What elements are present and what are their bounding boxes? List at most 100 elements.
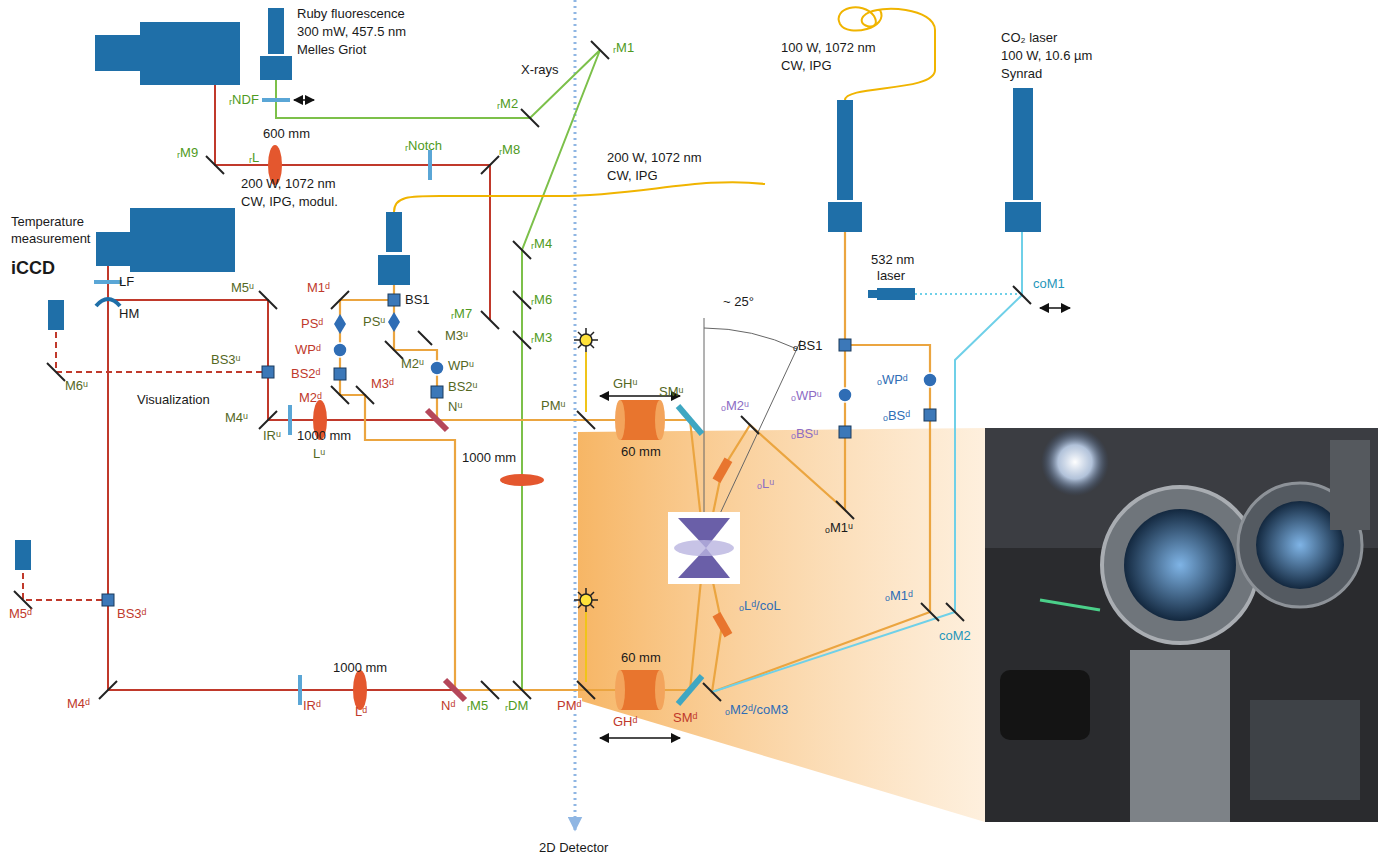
part-label: SMᵈ bbox=[672, 710, 698, 725]
angle-marker bbox=[704, 328, 797, 349]
laser-source bbox=[260, 8, 1041, 300]
beam-splitter bbox=[431, 386, 443, 398]
part-label: 100 W, 1072 nm bbox=[780, 40, 877, 55]
photo-inset bbox=[1040, 600, 1100, 610]
part-label: LF bbox=[118, 274, 135, 289]
mirror bbox=[259, 411, 277, 429]
photo-inset bbox=[1000, 670, 1090, 740]
part-label: ᵣM8 bbox=[498, 142, 521, 157]
part-label: Synrad bbox=[1000, 66, 1043, 81]
light-path bbox=[585, 352, 587, 412]
photo-inset bbox=[985, 428, 1378, 822]
part-label: Melles Griot bbox=[296, 42, 367, 57]
photo-inset bbox=[1102, 487, 1258, 643]
gas-heater-lens bbox=[615, 670, 625, 710]
filter bbox=[288, 405, 292, 435]
camera bbox=[140, 22, 240, 85]
filter bbox=[428, 150, 432, 180]
beam-splitter bbox=[839, 339, 851, 351]
part-label: WPᵈ bbox=[294, 342, 322, 357]
part-label: ₒBS1 bbox=[792, 338, 823, 353]
hot-mirror bbox=[96, 299, 120, 306]
mirror bbox=[521, 109, 539, 127]
motion-arrow bbox=[294, 100, 1070, 738]
part-label: iCCD bbox=[10, 258, 56, 278]
part-label: M5ᵘ bbox=[230, 280, 255, 295]
fiber bbox=[394, 7, 935, 212]
part-label: Nᵘ bbox=[447, 399, 463, 414]
part-label: SMᵘ bbox=[658, 384, 684, 399]
part-label: ᵣM6 bbox=[530, 292, 553, 307]
laser-source bbox=[868, 290, 877, 298]
laser-source bbox=[1013, 88, 1033, 200]
wave-plate bbox=[923, 373, 937, 387]
part-label: ᵣM7 bbox=[450, 306, 473, 321]
part-label: M2ᵈ bbox=[298, 390, 323, 405]
photo-inset bbox=[1041, 428, 1109, 496]
part-label: HM bbox=[118, 306, 140, 321]
wave-plate bbox=[333, 343, 937, 402]
part-label: WPᵘ bbox=[447, 358, 475, 373]
mirror bbox=[577, 681, 595, 699]
part-label: ₒLᵘ bbox=[756, 476, 775, 491]
part-label: Nᵈ bbox=[440, 698, 456, 713]
motion-arrow bbox=[1040, 307, 1070, 309]
wave-plate bbox=[333, 343, 347, 357]
gas-heater-lens bbox=[615, 400, 625, 440]
part-label: ~ 25° bbox=[722, 294, 755, 309]
polarizer bbox=[334, 314, 346, 334]
light-path bbox=[585, 612, 587, 682]
gas-heater-lens bbox=[655, 400, 665, 440]
notch-mirror bbox=[445, 680, 465, 700]
part-label: CO₂ laser bbox=[1000, 30, 1058, 45]
camera bbox=[15, 540, 31, 570]
part-label: ᵣM1 bbox=[612, 40, 635, 55]
filter bbox=[94, 100, 430, 705]
filter bbox=[298, 675, 302, 705]
part-label: Lᵘ bbox=[312, 446, 326, 461]
photo-inset bbox=[1330, 440, 1370, 530]
part-label: M3ᵘ bbox=[444, 328, 469, 343]
red-beam bbox=[56, 330, 262, 372]
part-label: measurement bbox=[10, 231, 91, 246]
laser-source bbox=[268, 8, 284, 54]
camera bbox=[48, 300, 64, 330]
gas-heater-lens bbox=[713, 458, 733, 483]
photo-inset bbox=[1124, 509, 1236, 621]
laser-beam bbox=[394, 285, 702, 528]
mirror bbox=[47, 363, 65, 381]
mirror bbox=[513, 681, 531, 699]
mirror bbox=[418, 331, 432, 345]
part-label: BS3ᵘ bbox=[210, 352, 242, 367]
mirror bbox=[513, 241, 531, 259]
part-label: 532 nm bbox=[870, 252, 915, 267]
camera bbox=[96, 232, 130, 266]
mirror bbox=[921, 603, 939, 621]
part-label: ₒM1ᵘ bbox=[824, 520, 854, 535]
wave-plate bbox=[430, 361, 444, 375]
part-label: CW, IPG bbox=[780, 58, 833, 73]
part-label: 60 mm bbox=[620, 650, 662, 665]
dichroic-mirror bbox=[678, 406, 702, 434]
camera bbox=[15, 22, 240, 570]
mirror bbox=[331, 291, 349, 309]
part-label: M2ᵘ bbox=[400, 356, 425, 371]
beam-splitter bbox=[839, 426, 851, 438]
part-label: ᵣDM bbox=[504, 698, 529, 713]
part-label: 200 W, 1072 nm bbox=[240, 176, 337, 191]
polarizer bbox=[334, 312, 400, 334]
part-label: 600 mm bbox=[262, 126, 311, 141]
part-label: Visualization bbox=[136, 392, 211, 407]
gas-heater-lens bbox=[713, 612, 733, 637]
part-label: GHᵈ bbox=[612, 714, 638, 729]
beam-splitter bbox=[102, 594, 114, 606]
photo-inset bbox=[1130, 650, 1230, 822]
part-label: X-rays bbox=[520, 62, 560, 77]
polarizer bbox=[388, 312, 400, 332]
mirror bbox=[259, 291, 277, 309]
photo-inset bbox=[1250, 700, 1360, 800]
part-label: ᵣM4 bbox=[530, 236, 553, 251]
wave-plate bbox=[838, 388, 852, 402]
part-label: 60 mm bbox=[620, 444, 662, 459]
